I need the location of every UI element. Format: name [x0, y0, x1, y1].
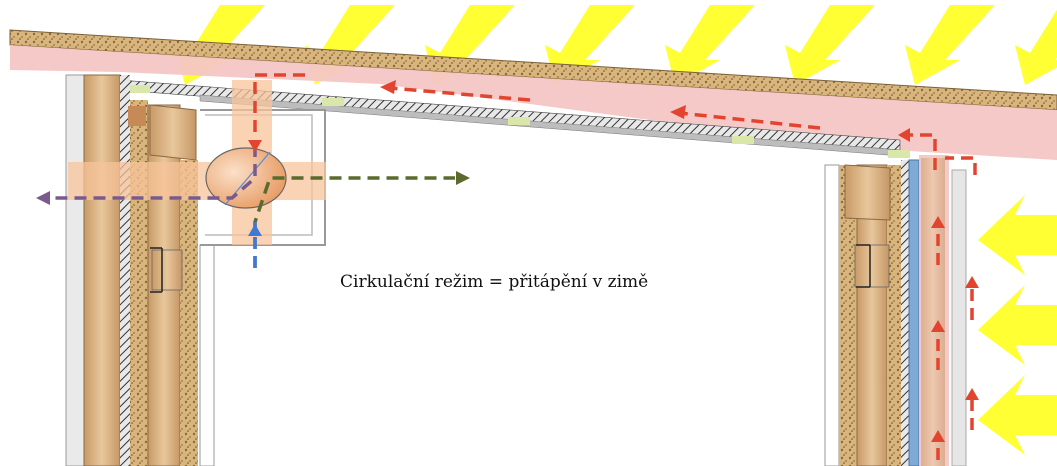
right-wall-board [901, 160, 909, 466]
roof-section [9, 29, 1057, 160]
air-flow-arrow-head [931, 430, 945, 442]
diagram-caption: Cirkulační režim = přitápění v zimě [340, 272, 649, 292]
air-flow-arrow [679, 111, 821, 130]
left-wall-block [151, 249, 183, 291]
air-flow-arrow-head [931, 216, 945, 228]
sun-ray-arrow [978, 285, 1057, 365]
air-flow-arrow [253, 73, 305, 135]
right-wall-block [854, 244, 890, 288]
horizontal-duct [68, 162, 326, 200]
right-wall-inner-insulation [839, 165, 857, 466]
air-flow-arrow-head [965, 276, 979, 288]
right-wall-header [844, 164, 891, 221]
right-wall [824, 155, 967, 466]
roof-spacer [888, 150, 910, 158]
arrow-heads [36, 80, 979, 442]
intake-arrow-head [248, 224, 262, 236]
roof-spacer [508, 117, 530, 125]
air-flow-arrow-head [931, 320, 945, 332]
left-wall-timber [83, 74, 121, 466]
right-wall-lining [824, 164, 840, 466]
right-wall-timber [921, 158, 945, 466]
right-wall-insulation [887, 165, 901, 466]
air-flow-arrow [905, 133, 937, 170]
sun-ray-arrow [905, 5, 995, 85]
roof-spacer [128, 85, 150, 93]
right-wall-cladding [951, 169, 967, 466]
air-flow-arrow [945, 156, 977, 175]
air-flow-arrow-head [965, 388, 979, 400]
spring-clip-icon [150, 247, 163, 293]
air-flow-arrow-head [248, 140, 262, 152]
sun-ray-arrow [978, 195, 1057, 275]
sun-ray-arrow [785, 5, 875, 85]
left-wall-lining [199, 244, 215, 466]
left-wall-header [149, 104, 197, 161]
left-wall [65, 74, 215, 466]
spring-clip-icon [856, 244, 871, 288]
air-flow-arrow [389, 86, 531, 102]
left-wall-board [120, 75, 130, 466]
roof-outer-layer [9, 29, 1057, 111]
air-flow-arrows [48, 73, 977, 460]
sun-rays-right [978, 195, 1057, 455]
right-wall-membrane [908, 159, 920, 466]
air-flow-arrow-head [670, 105, 686, 119]
vent-box [68, 80, 326, 246]
left-wall-cladding [65, 74, 85, 466]
air-flow-arrow-head [898, 128, 910, 142]
room-supply-arrow-head [456, 171, 470, 185]
sun-ray-arrow [1015, 9, 1057, 85]
roof-air-gap [10, 45, 1057, 160]
exhaust-arrow [48, 145, 257, 200]
left-wall-insulation [130, 100, 148, 466]
left-wall-inner-insulation [180, 160, 198, 466]
sun-ray-arrow [978, 375, 1057, 455]
air-flow-arrow-head [380, 80, 396, 94]
exhaust-arrow-head [36, 191, 50, 205]
left-wall-batten [128, 106, 146, 126]
sun-ray-arrow [665, 5, 755, 85]
sun-rays-top [175, 5, 1057, 85]
roof-spacer [322, 98, 344, 106]
roof-spacer [732, 136, 754, 144]
